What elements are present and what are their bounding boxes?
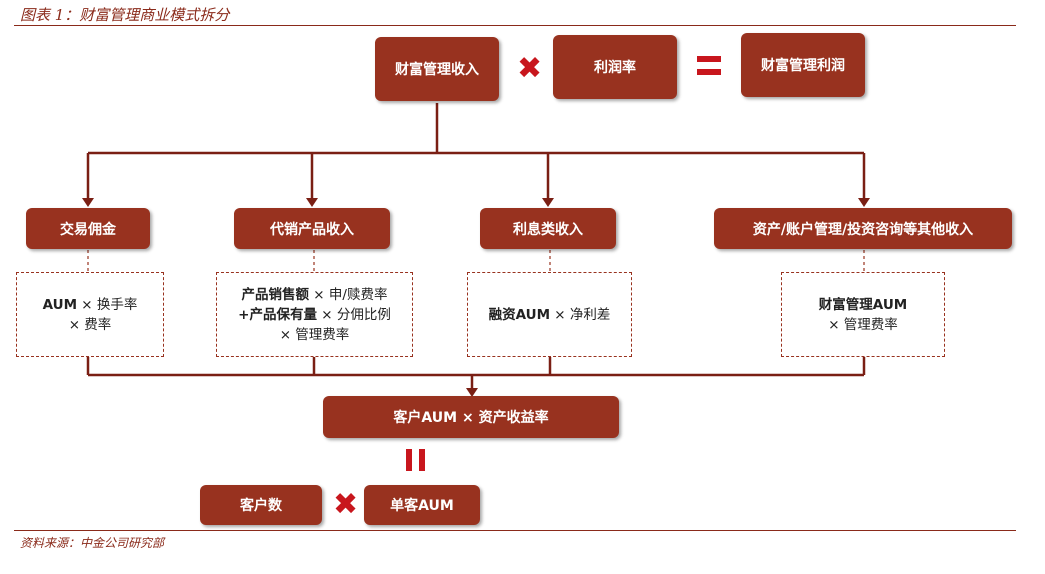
formula-line: 财富管理AUM [818, 296, 908, 313]
profit-margin-box: 利润率 [553, 35, 677, 99]
customer-count-box: 客户数 [200, 485, 322, 525]
formula-line: × 管理费率 [279, 326, 350, 343]
equals-icon [697, 56, 721, 76]
per-customer-aum-box: 单客AUM [364, 485, 480, 525]
bottom-rule [14, 530, 1016, 531]
formula-line: AUM × 换手率 [42, 296, 138, 313]
category-distribution-revenue: 代销产品收入 [234, 208, 390, 249]
customer-aum-formula-box: 客户AUM × 资产收益率 [323, 396, 619, 438]
formula-box-trading: AUM × 换手率 × 费率 [16, 272, 164, 357]
formula-box-distribution: 产品销售额 × 申/赎费率 +产品保有量 × 分佣比例 × 管理费率 [216, 272, 413, 357]
category-interest-income: 利息类收入 [480, 208, 616, 249]
wealth-profit-box: 财富管理利润 [741, 33, 865, 97]
figure-title: 图表 1：财富管理商业模式拆分 [20, 6, 230, 24]
multiply-icon: ✖ [333, 487, 359, 522]
category-trading-commission: 交易佣金 [26, 208, 150, 249]
equals-vertical-icon [406, 449, 426, 471]
formula-box-interest: 融资AUM × 净利差 [467, 272, 632, 357]
multiply-icon: ✖ [517, 51, 543, 86]
source-note: 资料来源：中金公司研究部 [20, 536, 165, 550]
category-other-income: 资产/账户管理/投资咨询等其他收入 [714, 208, 1012, 249]
formula-line: 产品销售额 × 申/赎费率 [241, 286, 388, 303]
formula-line: 融资AUM × 净利差 [488, 306, 611, 323]
formula-line: +产品保有量 × 分佣比例 [238, 306, 391, 323]
wealth-revenue-box: 财富管理收入 [375, 37, 499, 101]
formula-line: × 费率 [68, 316, 112, 333]
top-rule [14, 25, 1016, 26]
formula-box-other: 财富管理AUM × 管理费率 [781, 272, 945, 357]
formula-line: × 管理费率 [828, 316, 898, 333]
